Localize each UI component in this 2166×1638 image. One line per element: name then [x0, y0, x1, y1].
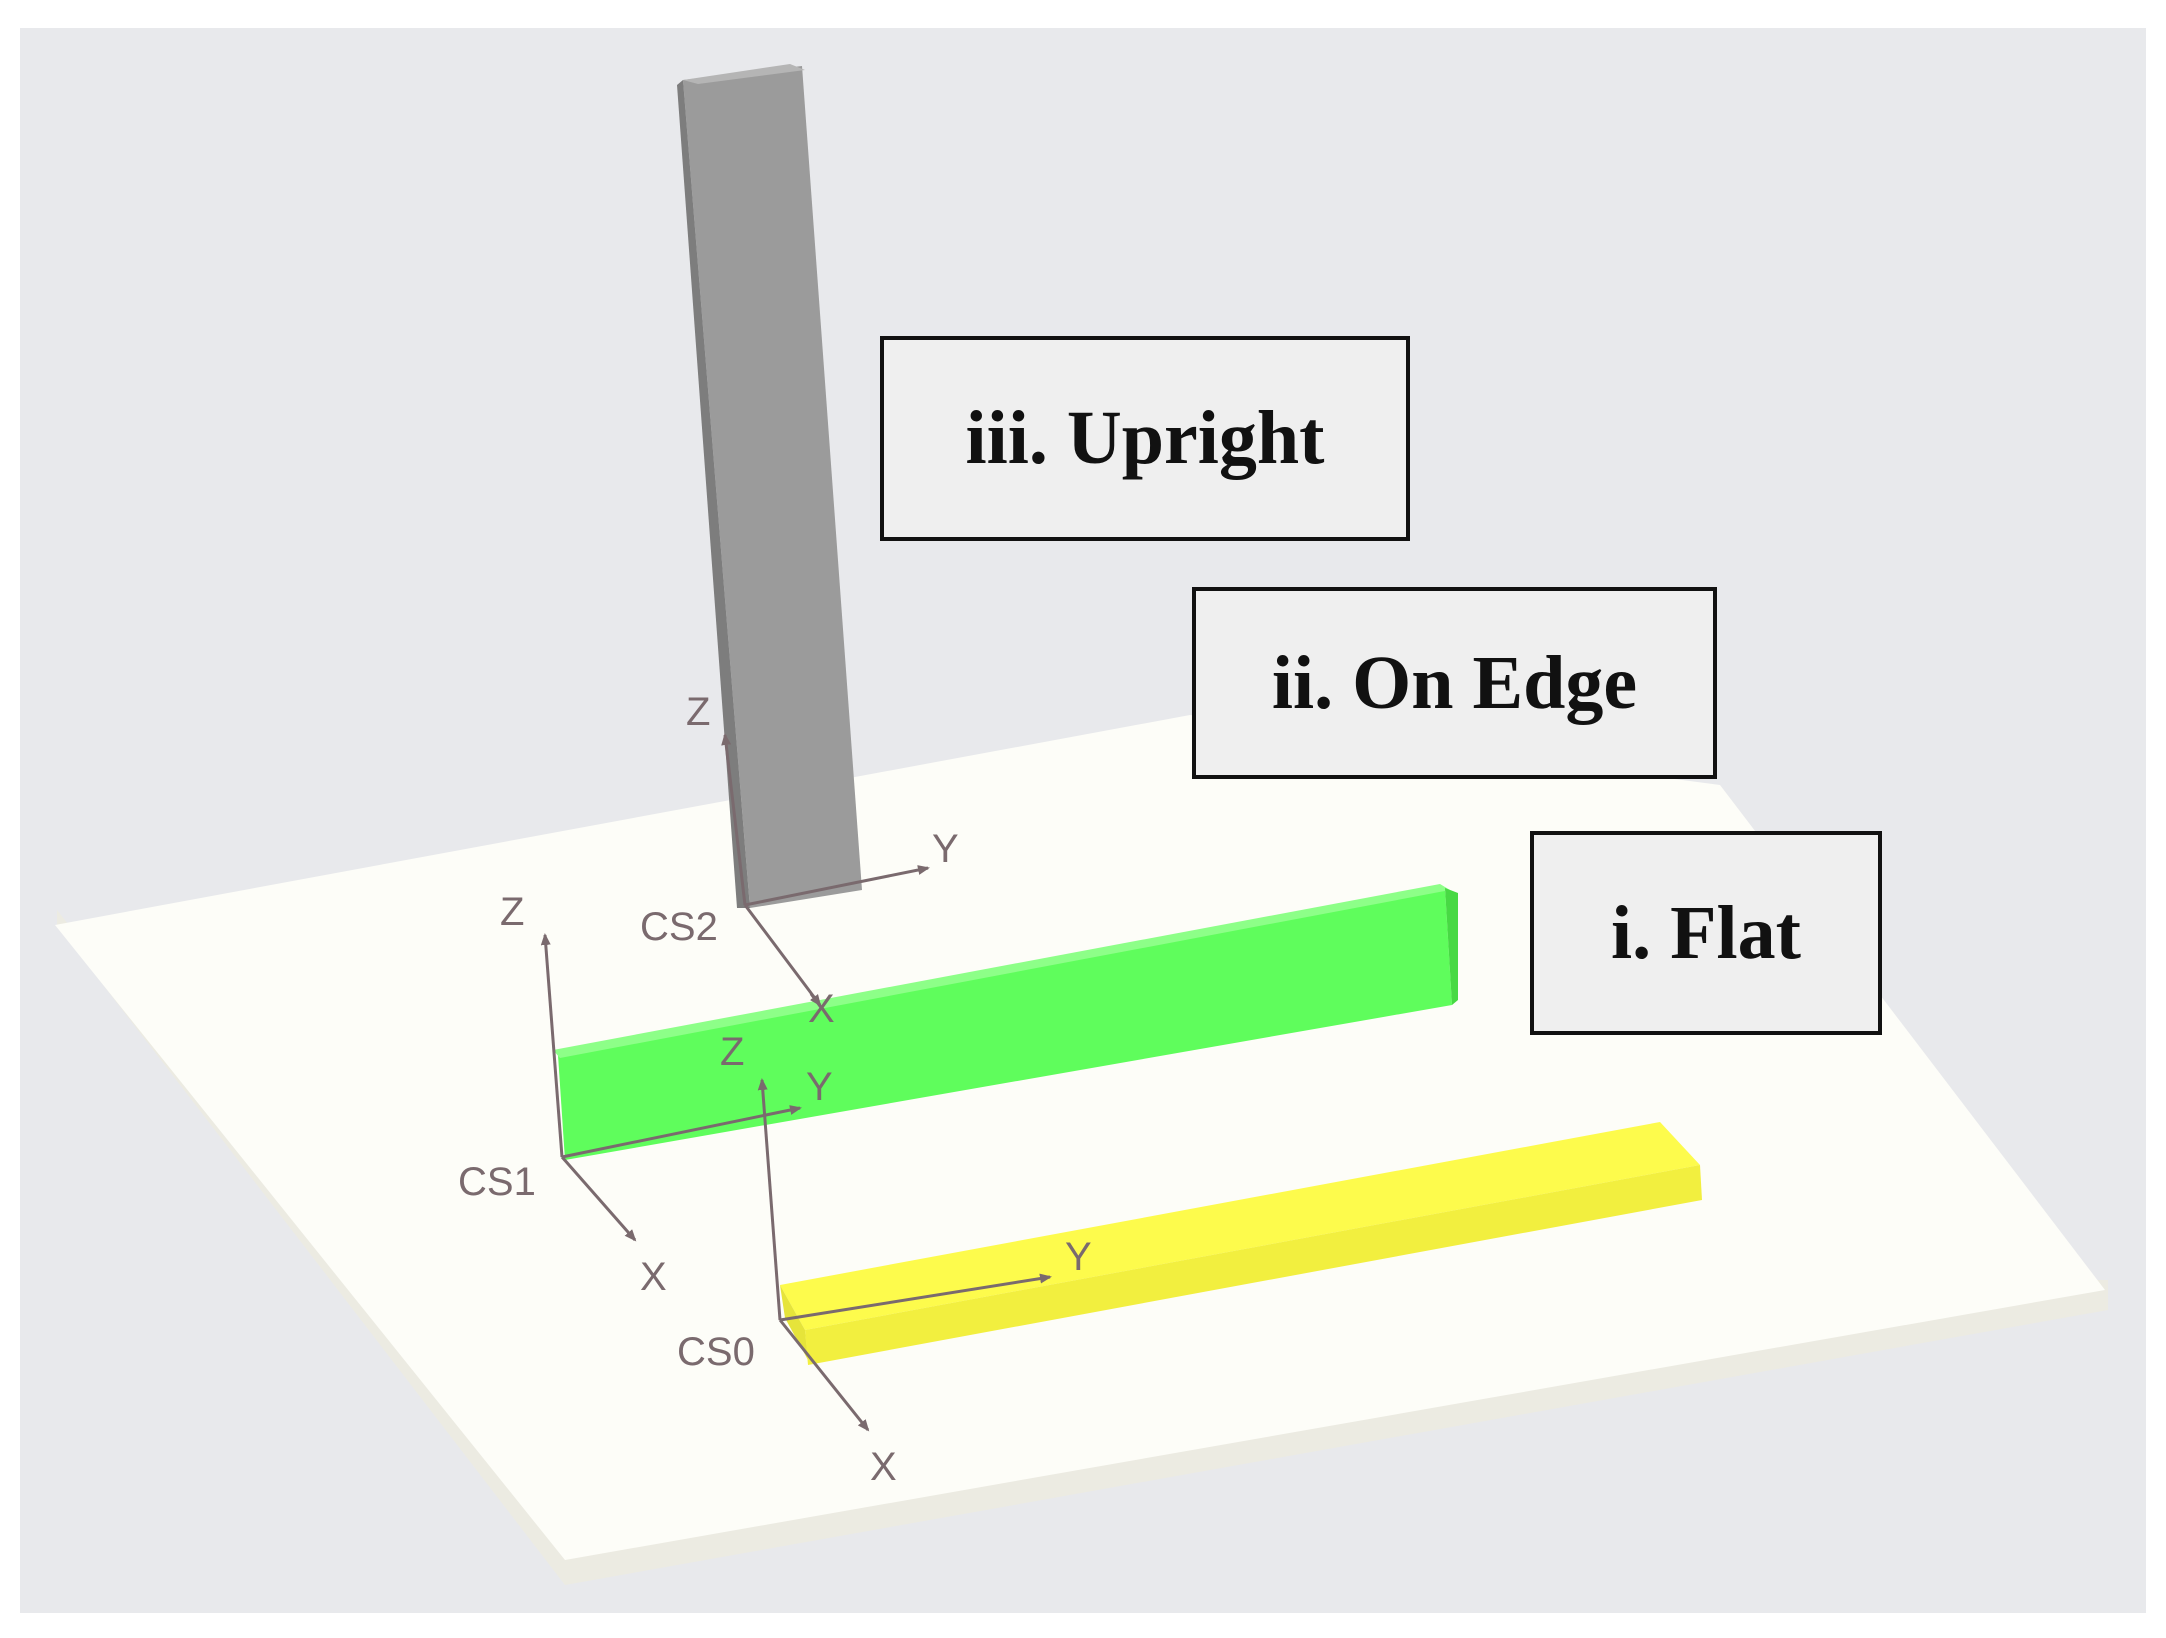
- upright-bar-front: [683, 66, 862, 908]
- cs2-z-label: Z: [686, 690, 710, 734]
- cs1-x-label: X: [640, 1255, 667, 1299]
- flat-bar-side: [805, 1165, 1702, 1365]
- upright-label-box: iii. Upright: [880, 336, 1410, 541]
- cs0-z-label: Z: [720, 1030, 744, 1074]
- upright-bar-top: [683, 64, 805, 84]
- cs2-name-label: CS2: [640, 905, 718, 949]
- cs1-name-label: CS1: [458, 1160, 536, 1204]
- cs1-y-label: Y: [806, 1065, 833, 1109]
- cs0-y-label: Y: [1065, 1235, 1092, 1279]
- cs0-axes: [757, 1078, 1052, 1432]
- on-edge-bar-front: [558, 888, 1452, 1160]
- upright-label: iii. Upright: [965, 396, 1325, 480]
- cs2-axes: [721, 733, 930, 1007]
- on-edge-label-box: ii. On Edge: [1192, 587, 1717, 779]
- on-edge-bar-top: [553, 884, 1450, 1058]
- flat-bar-top: [780, 1122, 1700, 1330]
- flat-label: i. Flat: [1611, 890, 1801, 975]
- cs0-x-label: X: [870, 1445, 897, 1489]
- cs2-x-label: X: [808, 987, 835, 1031]
- flat-bar-front: [780, 1285, 808, 1360]
- cs2-y-label: Y: [932, 827, 959, 871]
- cs1-axes: [540, 933, 802, 1242]
- upright-bar-side: [677, 80, 750, 908]
- flat-label-box: i. Flat: [1530, 831, 1882, 1035]
- on-edge-bar-end: [1445, 888, 1458, 1005]
- cs0-name-label: CS0: [677, 1330, 755, 1374]
- on-edge-label: ii. On Edge: [1271, 640, 1638, 725]
- cs1-z-label: Z: [500, 890, 524, 934]
